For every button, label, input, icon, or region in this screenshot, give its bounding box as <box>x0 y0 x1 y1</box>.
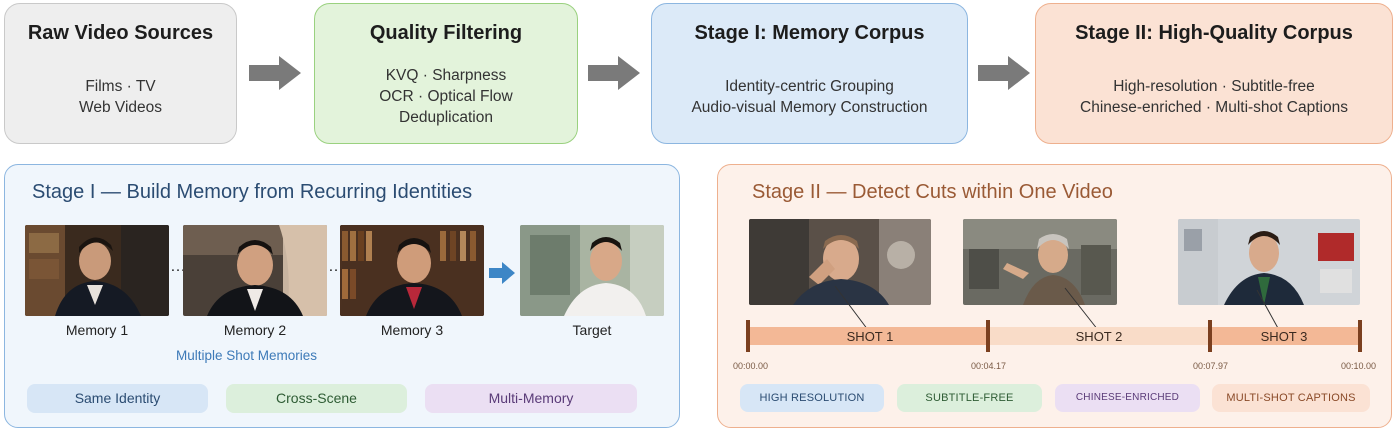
timeline-tick <box>986 320 990 352</box>
shot-2-frame <box>963 219 1117 305</box>
memory-2-label: Memory 2 <box>223 322 287 338</box>
stage1-panel-title: Stage I — Build Memory from Recurring Id… <box>32 181 473 203</box>
shot-3-label: SHOT 3 <box>1260 329 1308 344</box>
memory-1-frame <box>25 225 169 316</box>
stage-title: Stage II: High-Quality Corpus <box>1075 22 1353 44</box>
stage-line: High-resolution · Subtitle-free <box>1113 78 1315 95</box>
stage-line: Films · TV <box>85 78 156 95</box>
target-label: Target <box>572 322 612 338</box>
memory-1-label: Memory 1 <box>65 322 129 338</box>
multiple-shot-memories-label: Multiple Shot Memories <box>176 348 318 363</box>
tag-same-identity: Same Identity <box>27 384 208 413</box>
shot-pointer-lines <box>834 285 1280 331</box>
shot-1-label: SHOT 1 <box>846 329 894 344</box>
shot-2-label: SHOT 2 <box>1075 329 1123 344</box>
stage-title: Stage I: Memory Corpus <box>694 22 925 44</box>
tag-high-resolution: HIGH RESOLUTION <box>740 384 884 412</box>
tag-subtitle-free: SUBTITLE-FREE <box>897 384 1042 412</box>
stage-title: Quality Filtering <box>369 22 523 44</box>
shot-2-segment <box>988 327 1210 345</box>
shot-3-segment <box>1210 327 1360 345</box>
timestamp: 00:07.97 <box>1193 361 1229 371</box>
timestamp: 00:10.00 <box>1341 361 1377 371</box>
stage-title: Raw Video Sources <box>27 22 214 44</box>
stage-line: Web Videos <box>78 99 162 116</box>
tag-cross-scene: Cross-Scene <box>226 384 407 413</box>
timeline-tick <box>746 320 750 352</box>
flow-arrow-icon <box>249 56 301 90</box>
stage2-panel-title: Stage II — Detect Cuts within One Video <box>752 181 1113 203</box>
stage-line: Deduplication <box>399 109 493 126</box>
stage-body: KVQ · Sharpness OCR · Optical Flow Dedup… <box>315 65 577 128</box>
shot-1-frame <box>749 219 931 305</box>
stage-body: Films · TV Web Videos <box>5 76 236 118</box>
stage-line: Identity-centric Grouping <box>725 78 894 95</box>
stage-line: OCR · Optical Flow <box>379 88 513 105</box>
memory-3-frame <box>340 225 484 316</box>
shot-1-segment <box>750 327 988 345</box>
timestamp: 00:04.17 <box>971 361 1007 371</box>
stage-high-quality-corpus: Stage II: High-Quality Corpus High-resol… <box>1035 3 1393 144</box>
target-arrow-icon <box>489 262 515 284</box>
timestamp: 00:00.00 <box>733 361 769 371</box>
stage-line: Chinese-enriched · Multi-shot Captions <box>1080 99 1348 116</box>
stage-memory-corpus: Stage I: Memory Corpus Identity-centric … <box>651 3 968 144</box>
timeline-tick <box>1208 320 1212 352</box>
stage-body: High-resolution · Subtitle-free Chinese-… <box>1036 76 1392 118</box>
stage-body: Identity-centric Grouping Audio-visual M… <box>652 76 967 118</box>
tag-multi-shot-captions: MULTI-SHOT CAPTIONS <box>1212 384 1370 412</box>
shot-3-frame <box>1178 219 1360 305</box>
memory-3-label: Memory 3 <box>380 322 444 338</box>
flow-arrow-icon <box>978 56 1030 90</box>
timeline-tick <box>1358 320 1362 352</box>
tag-multi-memory: Multi-Memory <box>425 384 637 413</box>
target-frame <box>520 225 664 316</box>
tag-chinese-enriched: CHINESE-ENRICHED <box>1055 384 1200 412</box>
ellipsis: … <box>170 258 187 275</box>
memory-2-frame <box>183 225 327 316</box>
stage-line: KVQ · Sharpness <box>385 67 507 84</box>
stage-quality-filtering: Quality Filtering KVQ · Sharpness OCR · … <box>314 3 578 144</box>
stage-line: Audio-visual Memory Construction <box>691 99 928 116</box>
flow-arrow-icon <box>588 56 640 90</box>
stage-raw-video-sources: Raw Video Sources Films · TV Web Videos <box>4 3 237 144</box>
